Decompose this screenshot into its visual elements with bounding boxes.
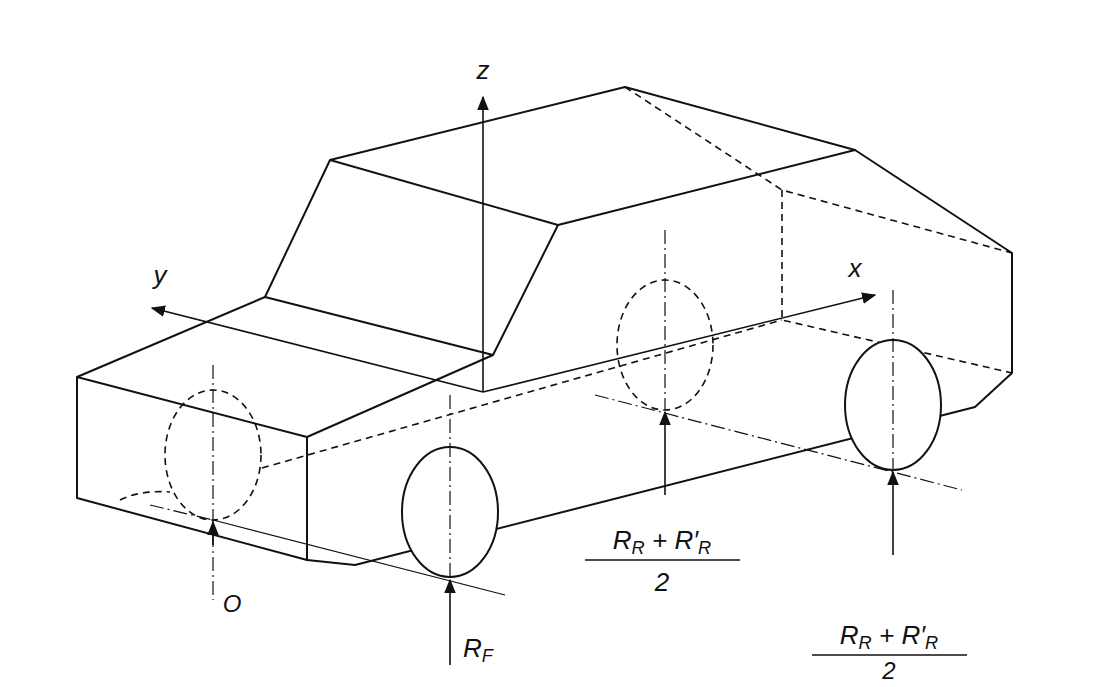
reaction-symbol: RF [463, 635, 493, 661]
fraction-denominator: 2 [655, 569, 669, 595]
origin-letter: O [223, 592, 242, 616]
axis-letter: y [154, 262, 167, 288]
fraction-denominator: 2 [882, 659, 895, 683]
axis-letter: z [477, 57, 490, 83]
fraction-numerator: RR + R′R [840, 622, 938, 648]
fraction-numerator: RR + R′R [613, 527, 711, 553]
axis-letter: x [849, 255, 862, 281]
